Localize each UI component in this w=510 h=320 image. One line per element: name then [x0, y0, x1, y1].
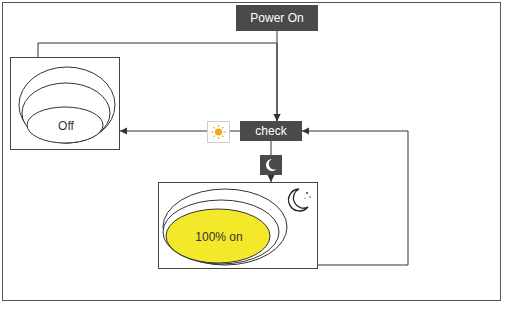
start-box: Power On — [236, 5, 318, 31]
flow-arrow — [38, 43, 281, 121]
outer-frame — [3, 3, 501, 301]
moon-icon — [260, 155, 282, 175]
light-fixture — [19, 67, 115, 143]
night-icon — [289, 189, 311, 211]
node-label: Power On — [250, 11, 303, 25]
node-label: 100% on — [195, 230, 242, 244]
process-box: check — [240, 121, 302, 141]
light-fixture-lit — [163, 189, 287, 265]
state-box: Off — [10, 57, 120, 150]
state-box: 100% on — [158, 182, 318, 269]
node-label: Off — [58, 119, 74, 133]
sun-icon — [208, 122, 230, 143]
node-label: check — [255, 124, 286, 138]
